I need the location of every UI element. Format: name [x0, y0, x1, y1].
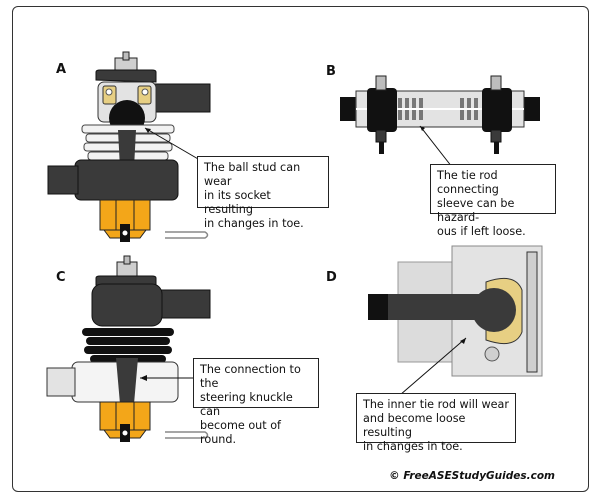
panel-d-socket-ball	[472, 288, 516, 332]
panel-d-port	[484, 346, 500, 362]
panel-a-leader	[144, 127, 206, 164]
panel-b-caption: The tie rod connecting sleeve can be haz…	[430, 164, 556, 238]
diagram-frame	[12, 6, 589, 492]
panel-c-cotter-pin	[165, 431, 209, 439]
panel-b-right-clamp	[482, 88, 512, 132]
panel-a-stud-shaft	[118, 130, 136, 168]
panel-b-letter: B	[326, 64, 336, 79]
panel-b-left-clamp	[367, 88, 397, 132]
panel-c-illustration	[46, 255, 211, 442]
panel-a-caption: The ball stud can wear in its socket res…	[197, 156, 329, 230]
panel-a-illustration	[47, 51, 211, 242]
panel-a-knuckle	[74, 159, 179, 201]
copyright-notice: © FreeASEStudyGuides.com	[389, 470, 555, 482]
panel-d-caption: The inner tie rod will wear and become l…	[356, 393, 516, 453]
panel-a-cap	[95, 69, 157, 83]
panel-d-illustration	[368, 245, 543, 377]
panel-c-stud	[116, 358, 138, 404]
panel-a-tie-rod-arm	[149, 83, 211, 113]
panel-b-leader	[419, 125, 453, 168]
panel-d-leader	[399, 337, 467, 396]
panel-d-letter: D	[326, 270, 337, 285]
panel-b-illustration	[340, 75, 540, 154]
panel-a-letter: A	[56, 62, 67, 77]
panel-c-letter: C	[56, 270, 66, 285]
panel-d-rack-plate	[526, 251, 538, 373]
panel-a-cotter-pin	[165, 231, 209, 239]
panel-c-housing	[91, 283, 163, 327]
panel-c-caption: The connection to the steering knuckle c…	[193, 358, 319, 446]
